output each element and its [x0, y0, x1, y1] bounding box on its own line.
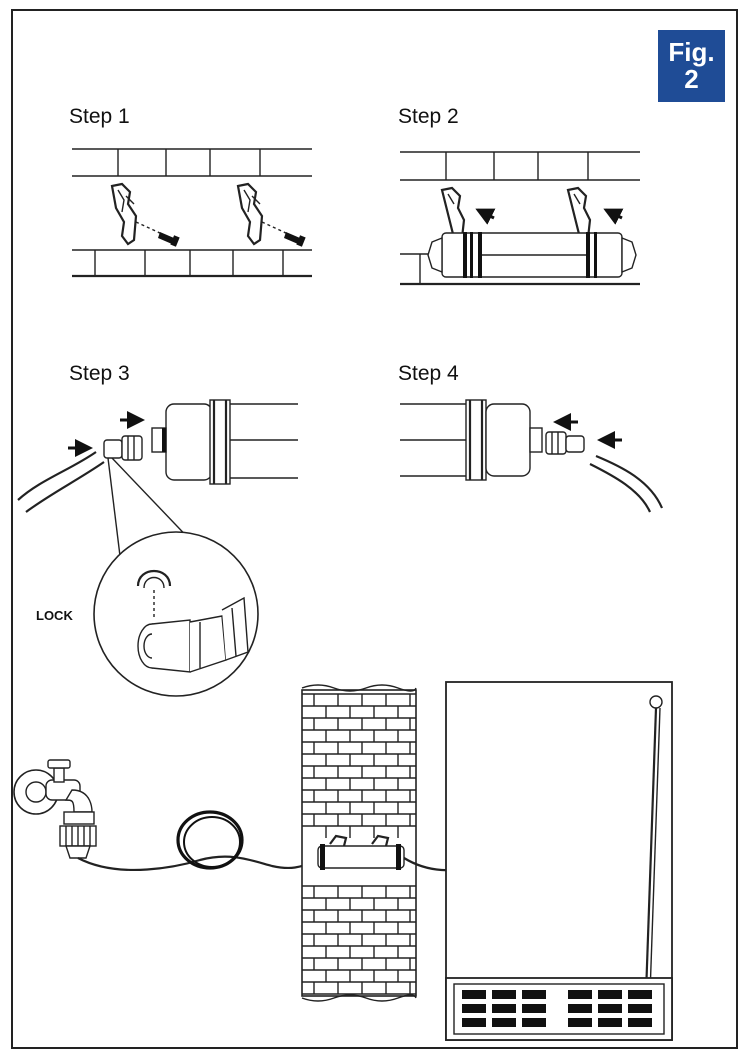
hose-icon [25, 461, 105, 513]
vent-slot [628, 1004, 652, 1013]
vent-slot [598, 1018, 622, 1027]
figure-badge: Fig. 2 [658, 30, 725, 102]
mounting-bracket-icon [440, 186, 466, 240]
appliance-icon [445, 681, 673, 1041]
step-2-diagram [400, 151, 640, 286]
mounting-bracket-icon [566, 186, 592, 240]
screw-guide-line [261, 221, 289, 235]
vent-slot [522, 1018, 546, 1027]
zoom-line [107, 457, 121, 557]
lock-clip-icon [136, 570, 172, 589]
screw-guide-line [135, 221, 163, 235]
vent-slot [492, 1018, 516, 1027]
hose-icon [589, 463, 652, 513]
screw-icon [158, 232, 180, 247]
step-4-label: Step 4 [398, 362, 459, 385]
vent-slot [492, 1004, 516, 1013]
connector-icon [545, 431, 585, 455]
arrow-icon [603, 208, 624, 225]
vent-slot [522, 1004, 546, 1013]
figure-badge-label: Fig. [668, 37, 715, 67]
step-2-top-wall [400, 151, 640, 181]
hose-icon [77, 855, 319, 872]
step-1-diagram [72, 148, 312, 278]
step-4-diagram [400, 399, 664, 513]
connector-icon [59, 825, 97, 859]
vent-slot [568, 1004, 592, 1013]
vent-slot [568, 1018, 592, 1027]
step-1-top-wall [72, 148, 312, 177]
vent-slot [492, 990, 516, 999]
connector-icon [103, 435, 143, 461]
zoom-line [111, 457, 197, 547]
step-1-label: Step 1 [69, 105, 130, 128]
appliance-vent-grille [462, 990, 652, 1027]
vent-slot [598, 990, 622, 999]
step-2-bottom-wall [400, 253, 640, 286]
screw-icon [284, 232, 306, 247]
hose-icon [17, 451, 97, 501]
step-3-diagram [17, 399, 298, 697]
filter-cartridge-icon [400, 399, 543, 481]
filter-cartridge-icon [151, 399, 298, 485]
vent-slot [522, 990, 546, 999]
connector-icon [137, 596, 249, 673]
lock-callout [93, 531, 259, 697]
vent-slot [598, 1004, 622, 1013]
vent-slot [462, 990, 486, 999]
vent-slot [628, 1018, 652, 1027]
hose-icon [595, 454, 664, 509]
hose-coil-icon [176, 810, 244, 870]
vent-slot [462, 1018, 486, 1027]
brick-wall-icon [301, 684, 417, 1002]
step-1-bottom-wall [72, 249, 312, 278]
filter-cartridge-icon [427, 232, 637, 278]
filter-cartridge-icon [317, 834, 405, 870]
installation-overview [13, 681, 673, 1041]
arrow-icon [475, 208, 496, 225]
mounting-bracket-icon [236, 182, 264, 246]
lock-label: LOCK [36, 608, 73, 623]
vent-slot [568, 990, 592, 999]
water-tap-icon [13, 759, 97, 859]
step-2-label: Step 2 [398, 105, 459, 128]
figure-badge-number: 2 [684, 64, 699, 94]
step-3-label: Step 3 [69, 362, 130, 385]
vent-slot [628, 990, 652, 999]
vent-slot [462, 1004, 486, 1013]
mounting-bracket-icon [110, 182, 138, 246]
